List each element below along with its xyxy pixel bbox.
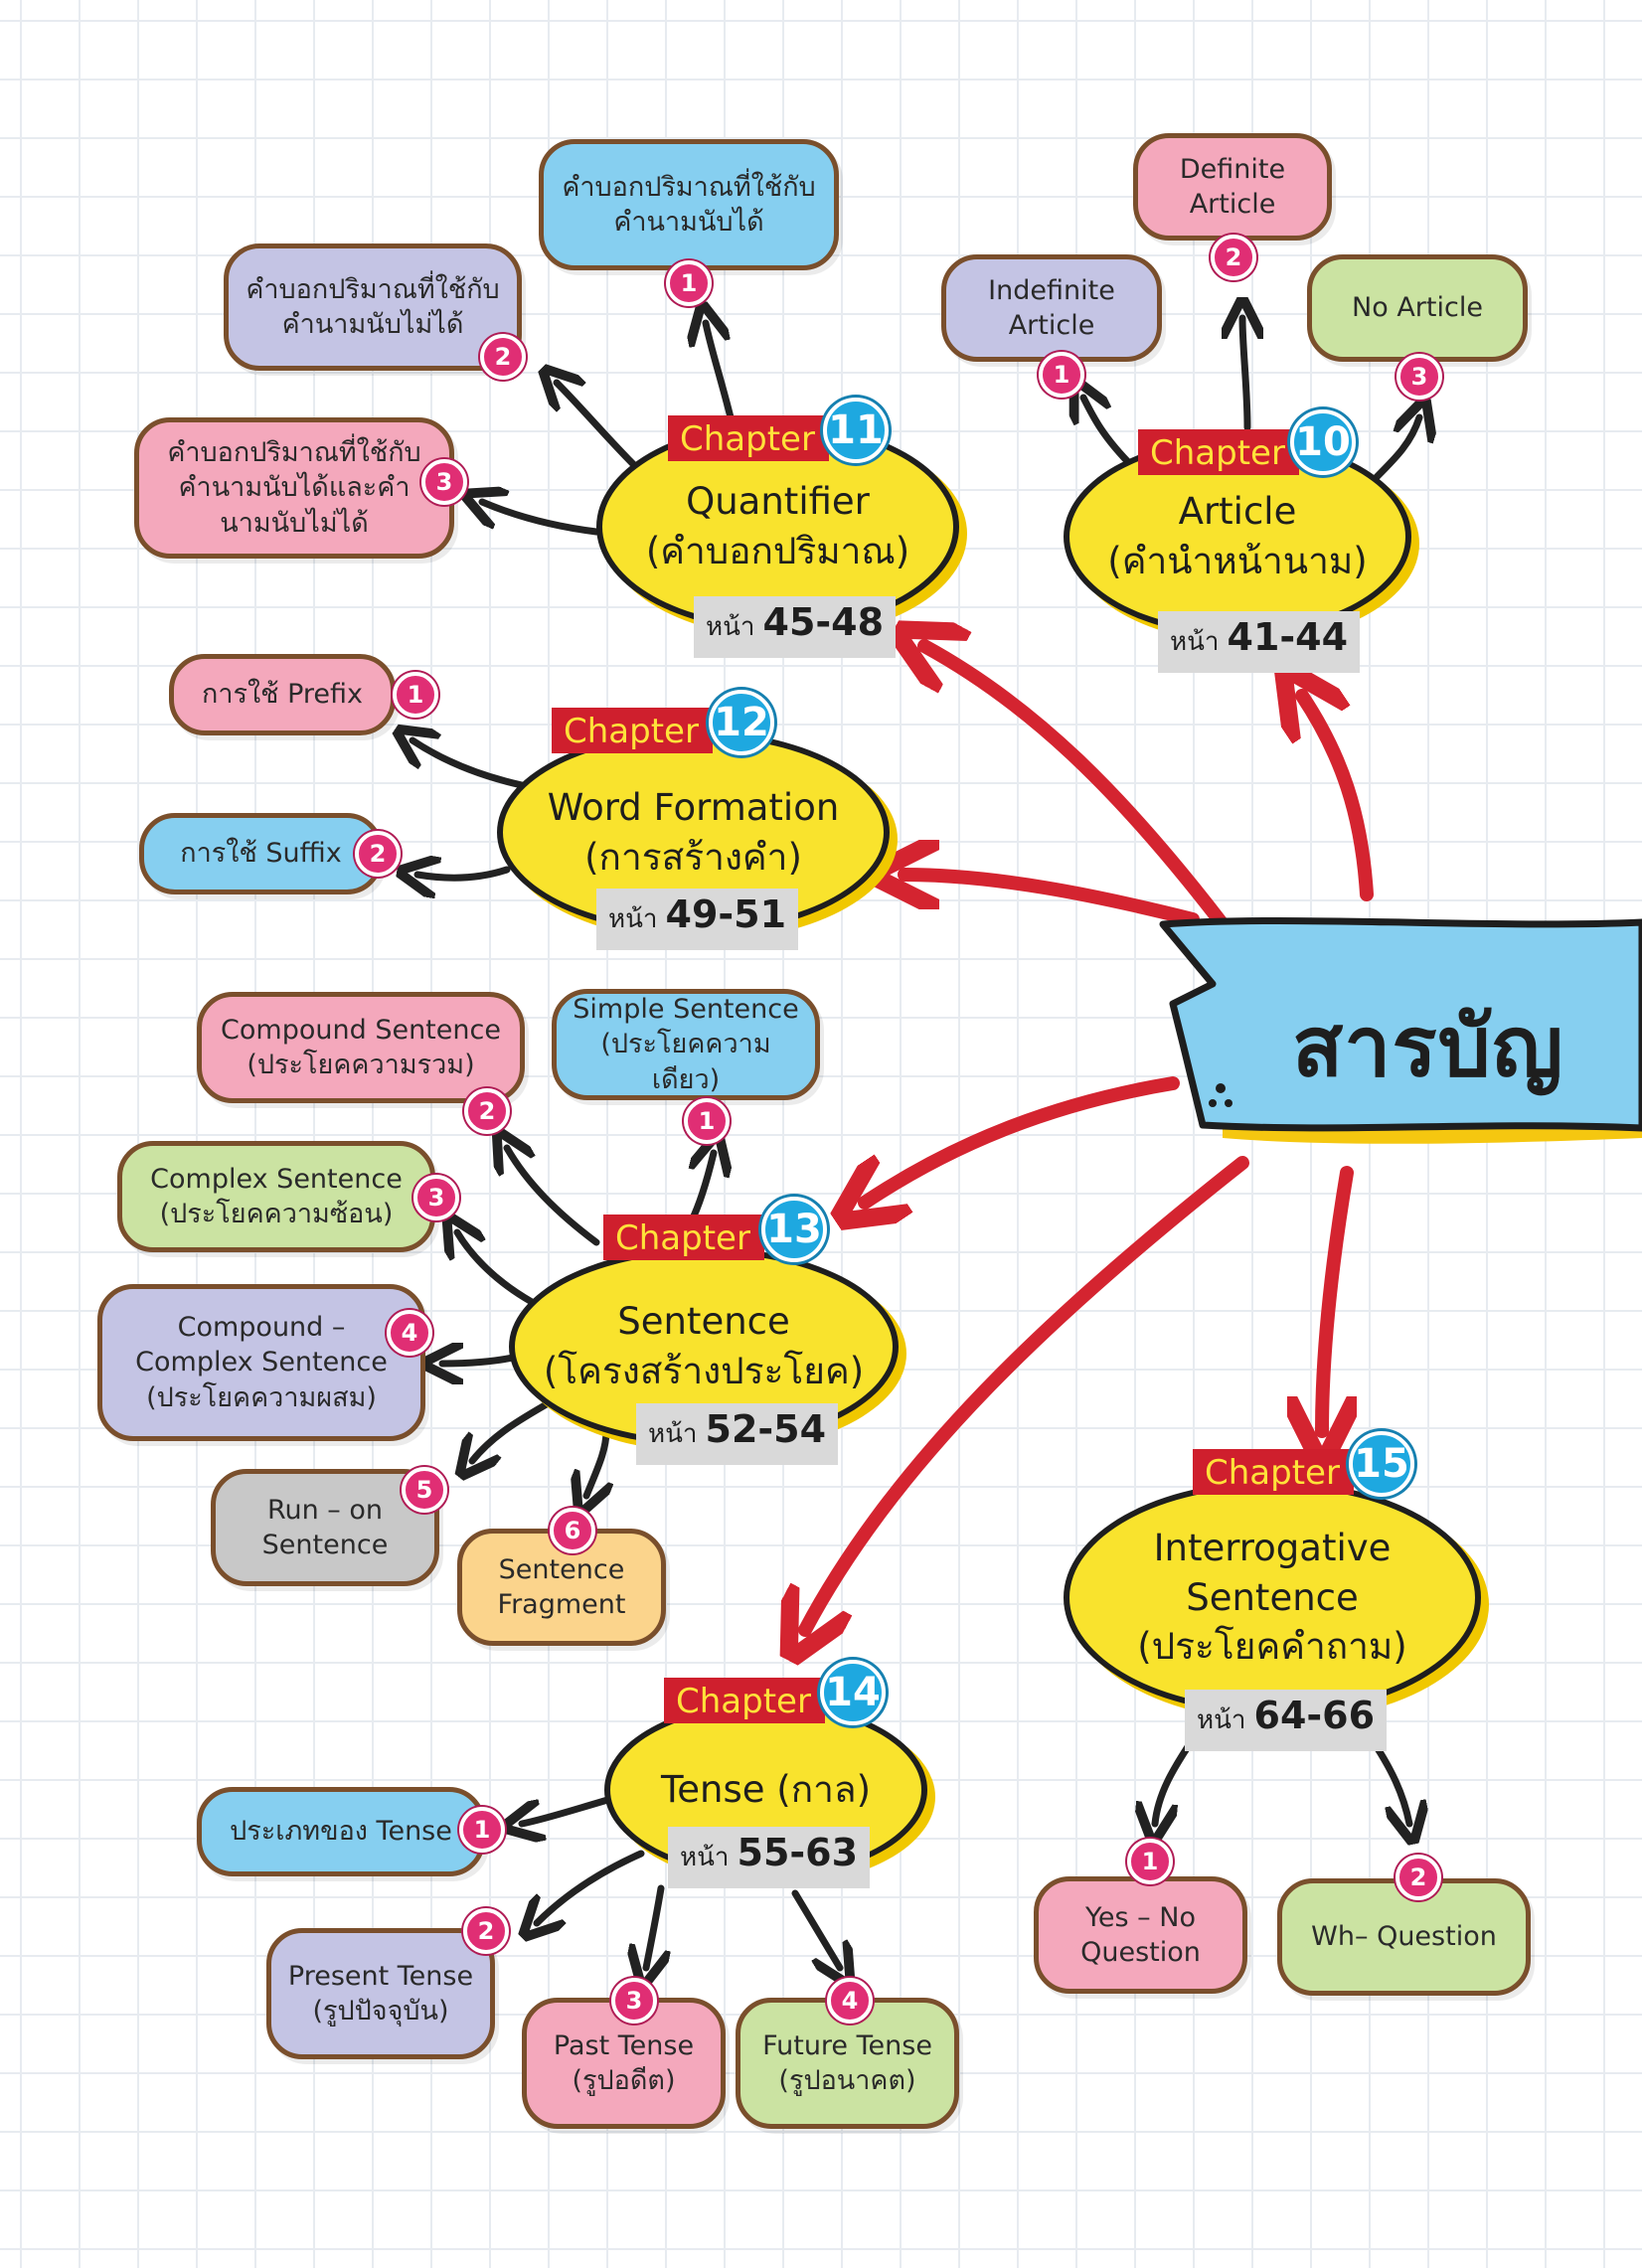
chapter-11-subtitle: (คำบอกปริมาณ) [645, 530, 910, 572]
ch15-item-2-badge: 2 [1396, 1855, 1441, 1900]
ch13-item-5[interactable]: Run – on Sentence [211, 1469, 439, 1586]
chapter-10-number: 10 [1290, 409, 1356, 475]
ch15-item-2[interactable]: Wh– Question [1277, 1878, 1531, 1996]
chapter-13-number: 13 [761, 1197, 827, 1262]
page-range: 41-44 [1227, 615, 1349, 659]
ch14-item-1-badge: 1 [459, 1807, 505, 1853]
ch10-item-3[interactable]: No Article [1307, 254, 1528, 362]
chapter-14-page-ref: หน้า 55-63 [668, 1827, 871, 1888]
ch14-item-3-badge: 3 [611, 1978, 657, 2024]
ch13-item-4[interactable]: Compound – Complex Sentence (ประโยคความผ… [97, 1284, 425, 1441]
chapter-12-number: 12 [709, 690, 774, 755]
chapter-13-label: Chapter [603, 1215, 764, 1260]
ch12-item-1-badge: 1 [393, 672, 438, 718]
chapter-10-subtitle: (คำนำหน้านาม) [1107, 540, 1368, 582]
page-label: หน้า [1197, 1705, 1246, 1735]
chapter-10-label: Chapter [1138, 429, 1299, 475]
chapter-12-label: Chapter [552, 708, 713, 753]
ch11-item-3-badge: 3 [421, 459, 467, 505]
title-banner [1159, 916, 1642, 1144]
red-arrow-ch11 [924, 646, 1230, 931]
ch10-item-2[interactable]: Definite Article [1133, 133, 1332, 241]
page-title: สารบัญ [1292, 998, 1564, 1095]
ch13-item-2-badge: 2 [464, 1088, 510, 1134]
page-range: 49-51 [665, 892, 787, 936]
ch14-item-4-badge: 4 [827, 1978, 873, 2024]
ch13-item-1[interactable]: Simple Sentence (ประโยคความเดียว) [552, 989, 820, 1100]
chapter-14-label: Chapter [664, 1678, 825, 1723]
chapter-13-page-ref: หน้า 52-54 [636, 1403, 839, 1465]
chapter-13-subtitle: (โครงสร้างประโยค) [543, 1350, 865, 1392]
chapter-15-number: 15 [1349, 1431, 1414, 1497]
chapter-15-subtitle: (ประโยคคำถาม) [1137, 1625, 1407, 1669]
ch11-item-2[interactable]: คำบอกปริมาณที่ใช้กับคำนามนับไม่ได้ [224, 243, 522, 371]
ch11-item-2-badge: 2 [480, 334, 526, 380]
chapter-10-page-ref: หน้า 41-44 [1158, 611, 1361, 673]
chapter-12-title: Word Formation [547, 785, 840, 829]
ch13-item-3[interactable]: Complex Sentence (ประโยคความซ้อน) [117, 1141, 435, 1252]
page-range: 64-66 [1253, 1694, 1376, 1737]
chapter-15-hub[interactable]: Interrogative Sentence (ประโยคคำถาม) [1064, 1481, 1481, 1714]
ch11-item-3[interactable]: คำบอกปริมาณที่ใช้กับคำนามนับได้และคำนามน… [134, 417, 454, 559]
page-range: 45-48 [762, 600, 885, 644]
page-label: หน้า [706, 612, 755, 642]
ch13-item-1-badge: 1 [684, 1098, 730, 1144]
ch14-item-2-badge: 2 [463, 1908, 509, 1954]
page-label: หน้า [648, 1419, 698, 1449]
chapter-14-title: Tense (กาล) [660, 1768, 872, 1812]
chapter-15-title: Interrogative Sentence [1153, 1526, 1392, 1619]
chapter-12-page-ref: หน้า 49-51 [596, 889, 799, 950]
ch15-item-1[interactable]: Yes – No Question [1034, 1876, 1247, 1994]
ch13-item-5-badge: 5 [402, 1467, 447, 1513]
chapter-11-page-ref: หน้า 45-48 [694, 596, 897, 658]
ch11-item-1-badge: 1 [666, 260, 712, 306]
ch14-item-2[interactable]: Present Tense (รูปปัจจุบัน) [266, 1928, 495, 2059]
ch15-item-1-badge: 1 [1127, 1839, 1173, 1884]
chapter-11-title: Quantifier [686, 480, 870, 524]
ch13-item-4-badge: 4 [387, 1310, 432, 1356]
page-label: หน้า [1170, 627, 1220, 657]
ch13-item-6-badge: 6 [550, 1508, 595, 1553]
ch12-item-2[interactable]: การใช้ Suffix [139, 813, 383, 894]
red-arrow-ch15 [1322, 1166, 1347, 1431]
ch14-item-1[interactable]: ประเภทของ Tense [197, 1787, 485, 1876]
ch10-item-2-badge: 2 [1211, 235, 1256, 280]
ch12-item-1[interactable]: การใช้ Prefix [169, 654, 396, 735]
ch10-item-3-badge: 3 [1396, 354, 1442, 400]
ch12-item-2-badge: 2 [355, 831, 401, 877]
ch10-item-1-badge: 1 [1039, 352, 1084, 398]
page-range: 55-63 [737, 1831, 859, 1874]
chapter-10-title: Article [1178, 490, 1297, 534]
ch13-item-2[interactable]: Compound Sentence (ประโยคความรวม) [197, 992, 525, 1103]
ch11-item-1[interactable]: คำบอกปริมาณที่ใช้กับคำนามนับได้ [539, 139, 839, 270]
chapter-12-subtitle: (การสร้างคำ) [584, 835, 802, 879]
red-arrow-ch10 [1302, 696, 1374, 901]
chapter-14-number: 14 [820, 1660, 886, 1725]
ch13-item-3-badge: 3 [413, 1175, 459, 1220]
page-label: หน้า [680, 1843, 730, 1872]
ch10-item-1[interactable]: Indefinite Article [941, 254, 1162, 362]
chapter-15-label: Chapter [1193, 1449, 1354, 1495]
page-range: 52-54 [705, 1407, 827, 1451]
chapter-13-title: Sentence [617, 1300, 790, 1344]
chapter-11-number: 11 [823, 398, 889, 463]
chapter-15-page-ref: หน้า 64-66 [1185, 1690, 1388, 1751]
chapter-11-label: Chapter [668, 415, 829, 461]
page-label: หน้า [608, 904, 658, 934]
red-arrow-ch13 [865, 1076, 1180, 1203]
